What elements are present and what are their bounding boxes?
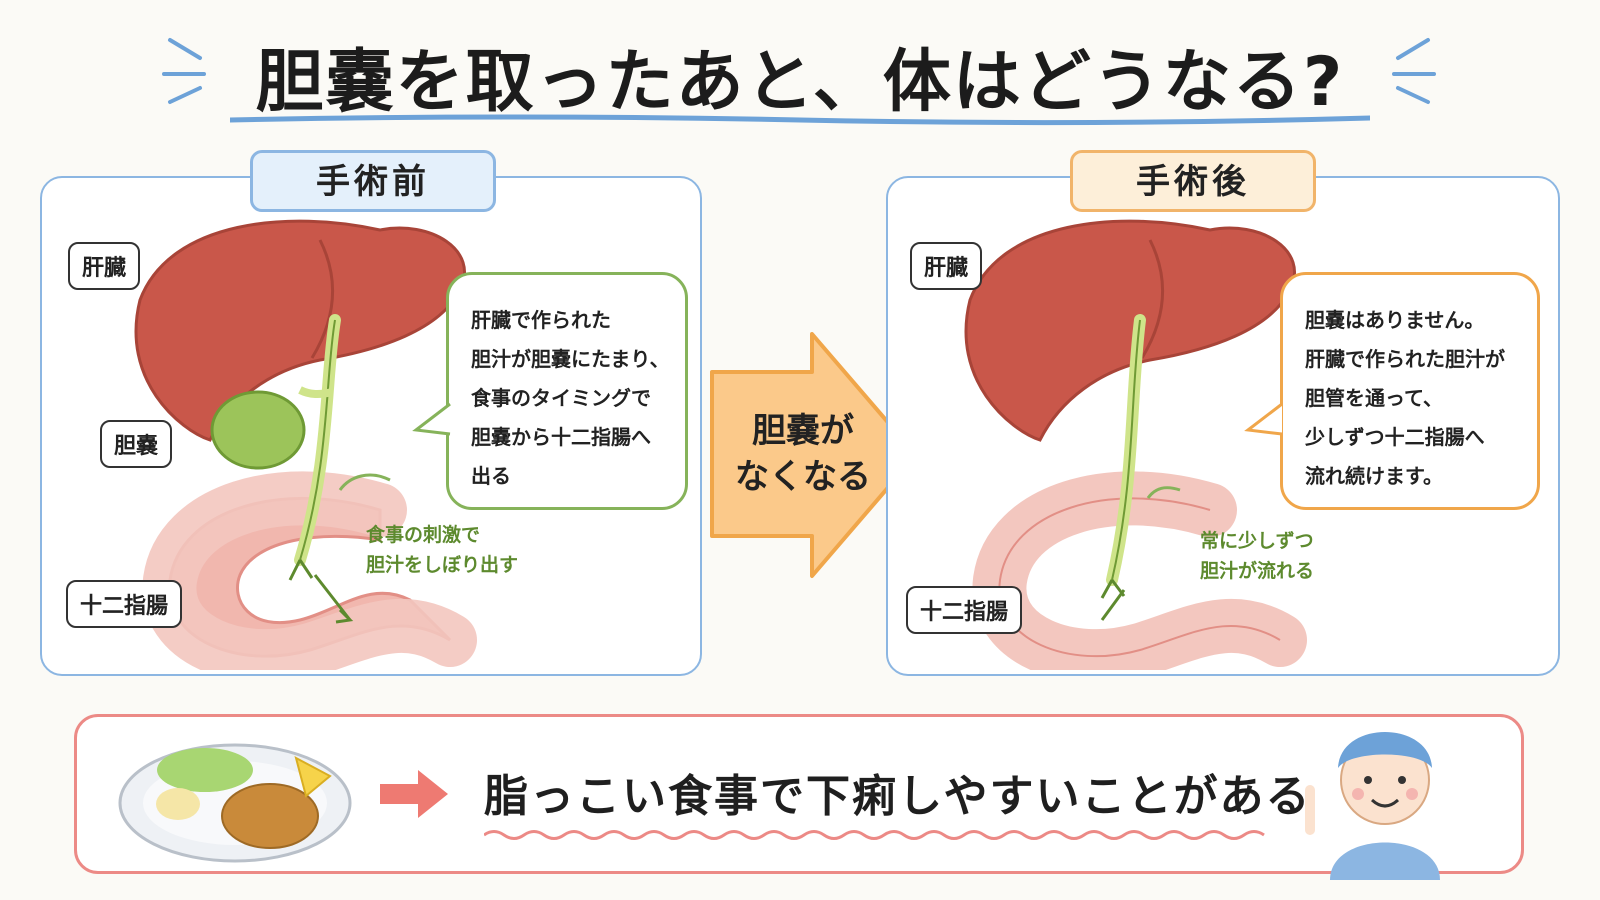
before-explanation-bubble: 肝臓で作られた 胆汁が胆嚢にたまり、 食事のタイミングで 胆嚢から十二指腸へ 出…: [446, 272, 688, 510]
transition-text: 胆嚢が なくなる: [718, 408, 888, 500]
before-bubble-line: 胆汁が胆嚢にたまり、: [471, 347, 670, 371]
after-tag: 手術後: [1070, 150, 1316, 212]
before-bubble-tail: [412, 402, 451, 436]
after-note-line: 常に少しずつ: [1200, 530, 1314, 552]
emphasis-burst-right: [1392, 38, 1436, 104]
fried-food-plate-icon: [118, 743, 352, 863]
transition-line: 胆嚢が: [752, 411, 854, 451]
duodenum-shape: [998, 497, 1281, 658]
after-note: 常に少しずつ 胆汁が流れる: [1200, 526, 1314, 586]
before-tag: 手術前: [250, 150, 496, 212]
before-anatomy-illustration: [134, 219, 477, 670]
before-note-line: 胆汁をしぼり出す: [366, 554, 519, 576]
after-liver-label: 肝臓: [910, 242, 983, 290]
after-bubble-line: 流れ続けます。: [1305, 464, 1443, 488]
page-title: 胆嚢を取ったあと、体はどうなる?: [255, 43, 1345, 122]
nurse-illustration: [1305, 732, 1440, 880]
before-bubble-line: 肝臓で作られた: [471, 308, 611, 332]
after-anatomy-illustration: [964, 219, 1307, 670]
liver-shape: [964, 219, 1297, 442]
title-underline: [230, 114, 1370, 126]
transition-arrow: [710, 332, 918, 578]
after-bubble-line: 胆管を通って、: [1305, 386, 1443, 410]
before-liver-label: 肝臓: [68, 242, 141, 290]
liver-shape: [134, 219, 467, 442]
after-duodenum-label: 十二指腸: [906, 586, 1023, 634]
before-note: 食事の刺激で 胆汁をしぼり出す: [366, 520, 518, 580]
before-bubble-line: 胆嚢から十二指腸へ: [471, 425, 651, 449]
before-gallbladder-label: 胆嚢: [100, 420, 173, 468]
after-bubble-tail: [1244, 402, 1283, 436]
message-wavy-underline: [484, 830, 1265, 840]
before-note-line: 食事の刺激で: [366, 524, 481, 546]
right-arrow-icon: [380, 770, 448, 818]
before-bubble-line: 食事のタイミングで: [471, 386, 651, 410]
emphasis-burst-left: [162, 38, 206, 104]
after-bubble-line: 肝臓で作られた胆汁が: [1305, 347, 1505, 371]
before-duodenum-label: 十二指腸: [66, 580, 183, 628]
after-bubble-line: 少しずつ十二指腸へ: [1305, 425, 1485, 449]
after-bubble-line: 胆嚢はありません。: [1305, 308, 1485, 332]
before-bubble-line: 出る: [471, 464, 511, 488]
after-explanation-bubble: 胆嚢はありません。 肝臓で作られた胆汁が 胆管を通って、 少しずつ十二指腸へ 流…: [1280, 272, 1540, 510]
after-note-line: 胆汁が流れる: [1200, 560, 1315, 582]
bottom-message: 脂っこい食事で下痢しやすいことがある: [484, 771, 1312, 822]
gallbladder-shape: [210, 390, 306, 470]
transition-line: なくなる: [735, 457, 871, 497]
